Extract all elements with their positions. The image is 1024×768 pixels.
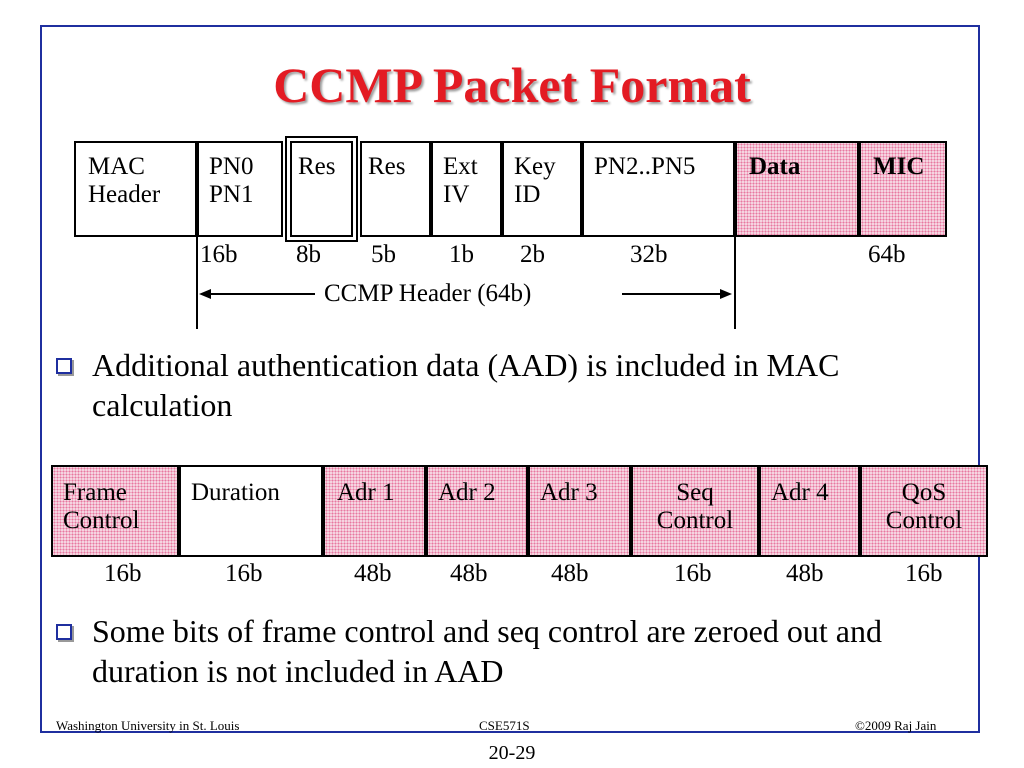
- slide-frame: [40, 25, 980, 733]
- field-label: MIC: [873, 153, 925, 180]
- size-label: 16b: [674, 560, 712, 587]
- field-label: Adr 3: [540, 479, 598, 506]
- bullet-text: Some bits of frame control and seq contr…: [92, 613, 882, 689]
- field-adr-3: Adr 3: [528, 465, 631, 557]
- page-number: 20-29: [488, 742, 536, 764]
- field-data: Data: [735, 141, 859, 237]
- field-label: Key ID: [514, 153, 556, 208]
- field-frame-control: Frame Control: [51, 465, 179, 557]
- field-label: Duration: [191, 479, 280, 506]
- field-label: Adr 1: [337, 479, 395, 506]
- size-label: 48b: [450, 560, 488, 587]
- field-label: Adr 2: [438, 479, 496, 506]
- field-label: Res: [368, 153, 406, 180]
- span-arrow-right: [720, 289, 732, 299]
- field-ext-iv: Ext IV: [431, 141, 502, 237]
- bullet-marker: [56, 358, 72, 374]
- field-res-2: Res: [360, 141, 431, 237]
- field-mic: MIC: [859, 141, 947, 237]
- field-label: PN2..PN5: [594, 153, 696, 180]
- size-label: 8b: [296, 241, 321, 268]
- footer-left: Washington University in St. Louis: [56, 718, 240, 733]
- slide-title: CCMP Packet Format: [273, 57, 751, 113]
- field-res-1: Res: [285, 136, 358, 242]
- field-seq-control: Seq Control: [631, 465, 759, 557]
- field-label: Seq Control: [656, 479, 734, 534]
- size-label: 1b: [449, 241, 474, 268]
- field-label: Data: [749, 153, 801, 180]
- span-line-right: [622, 293, 722, 295]
- field-pn2-pn5: PN2..PN5: [582, 141, 735, 237]
- field-label: Frame Control: [63, 479, 140, 534]
- size-label: 2b: [520, 241, 545, 268]
- size-label: 32b: [630, 241, 668, 268]
- field-label: Ext IV: [443, 153, 478, 208]
- field-pn0-pn1: PN0 PN1: [197, 141, 283, 237]
- field-adr-2: Adr 2: [426, 465, 528, 557]
- footer-right: ©2009 Raj Jain: [855, 718, 937, 733]
- size-label: 16b: [905, 560, 943, 587]
- field-label: Adr 4: [771, 479, 829, 506]
- field-label: MAC Header: [88, 153, 161, 208]
- size-label: 5b: [371, 241, 396, 268]
- size-label: 64b: [868, 241, 906, 268]
- ccmp-header-left-boundary: [196, 237, 198, 329]
- ccmp-header-span-label: CCMP Header (64b): [324, 280, 532, 307]
- field-qos-control: QoS Control: [860, 465, 988, 557]
- field-adr-4: Adr 4: [759, 465, 860, 557]
- ccmp-header-right-boundary: [734, 237, 736, 329]
- span-line-left: [205, 293, 315, 295]
- size-label: 48b: [354, 560, 392, 587]
- size-label: 16b: [225, 560, 263, 587]
- field-key-id: Key ID: [502, 141, 582, 237]
- footer-center: CSE571S: [479, 718, 530, 733]
- field-duration: Duration: [179, 465, 323, 557]
- bullet-text: Additional authentication data (AAD) is …: [92, 347, 840, 423]
- field-label: PN0 PN1: [209, 153, 254, 208]
- field-label: Res: [298, 153, 336, 180]
- bullet-marker: [56, 624, 72, 640]
- size-label: 48b: [786, 560, 824, 587]
- size-label: 16b: [104, 560, 142, 587]
- field-adr-1: Adr 1: [323, 465, 426, 557]
- field-label: QoS Control: [885, 479, 963, 534]
- size-label: 48b: [551, 560, 589, 587]
- field-mac-header: MAC Header: [74, 141, 197, 237]
- size-label: 16b: [200, 241, 238, 268]
